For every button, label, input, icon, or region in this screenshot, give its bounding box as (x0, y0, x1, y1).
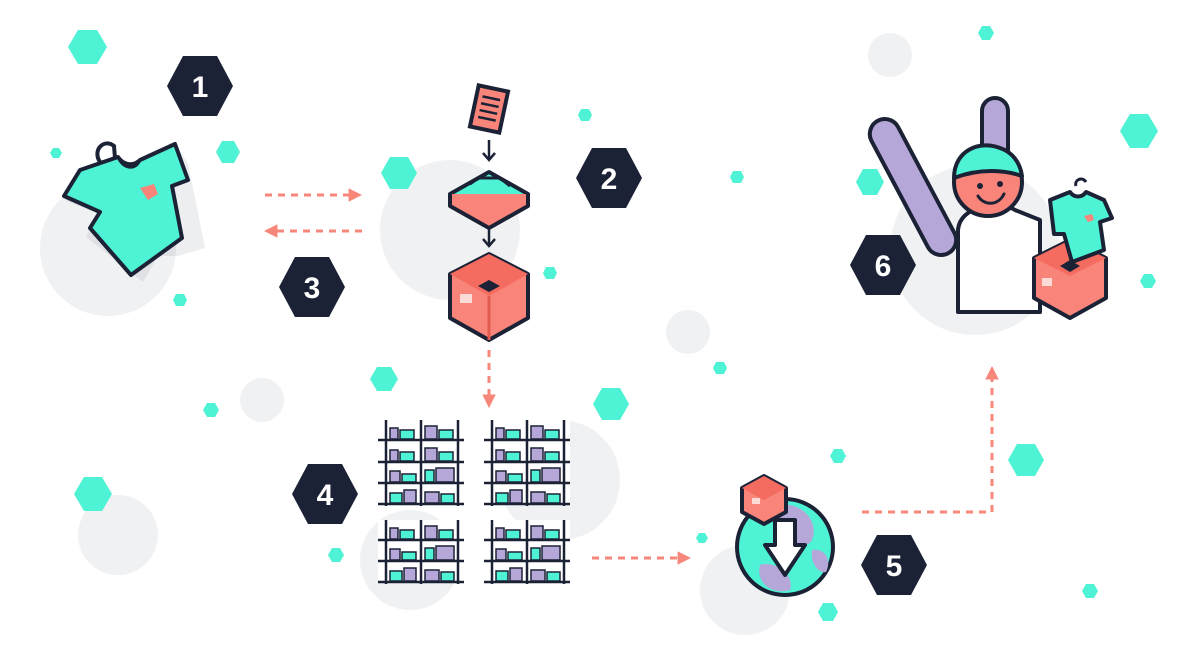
step-badge-3: 3 (279, 257, 345, 317)
happy-customer-icon (867, 96, 1114, 320)
step-number-4: 4 (317, 479, 334, 512)
flow-arrows (263, 188, 999, 565)
step-number-6: 6 (875, 250, 892, 283)
step-badge-4: 4 (292, 464, 358, 524)
step-badge-2: 2 (576, 148, 642, 208)
order-document-icon (467, 82, 511, 136)
step-number-1: 1 (192, 71, 209, 104)
warehouse-shelves-icon (376, 418, 572, 586)
arrow-shipping-to-customer (862, 365, 999, 514)
small-tshirt-icon (1048, 177, 1114, 264)
step-number-3: 3 (304, 272, 321, 305)
hexagon-decorations (50, 26, 1158, 621)
step-badge-5: 5 (861, 535, 927, 595)
folded-shirt-tray-icon (448, 170, 530, 230)
global-shipping-icon (735, 474, 835, 597)
order-to-package-icon (448, 82, 530, 342)
step-number-2: 2 (601, 163, 618, 196)
small-package-icon (740, 474, 788, 526)
package-box-icon (448, 252, 530, 342)
step-badge-1: 1 (167, 56, 233, 116)
step-badge-6: 6 (850, 235, 916, 295)
step-number-5: 5 (886, 550, 903, 583)
tshirt-on-hanger-icon (62, 141, 205, 282)
